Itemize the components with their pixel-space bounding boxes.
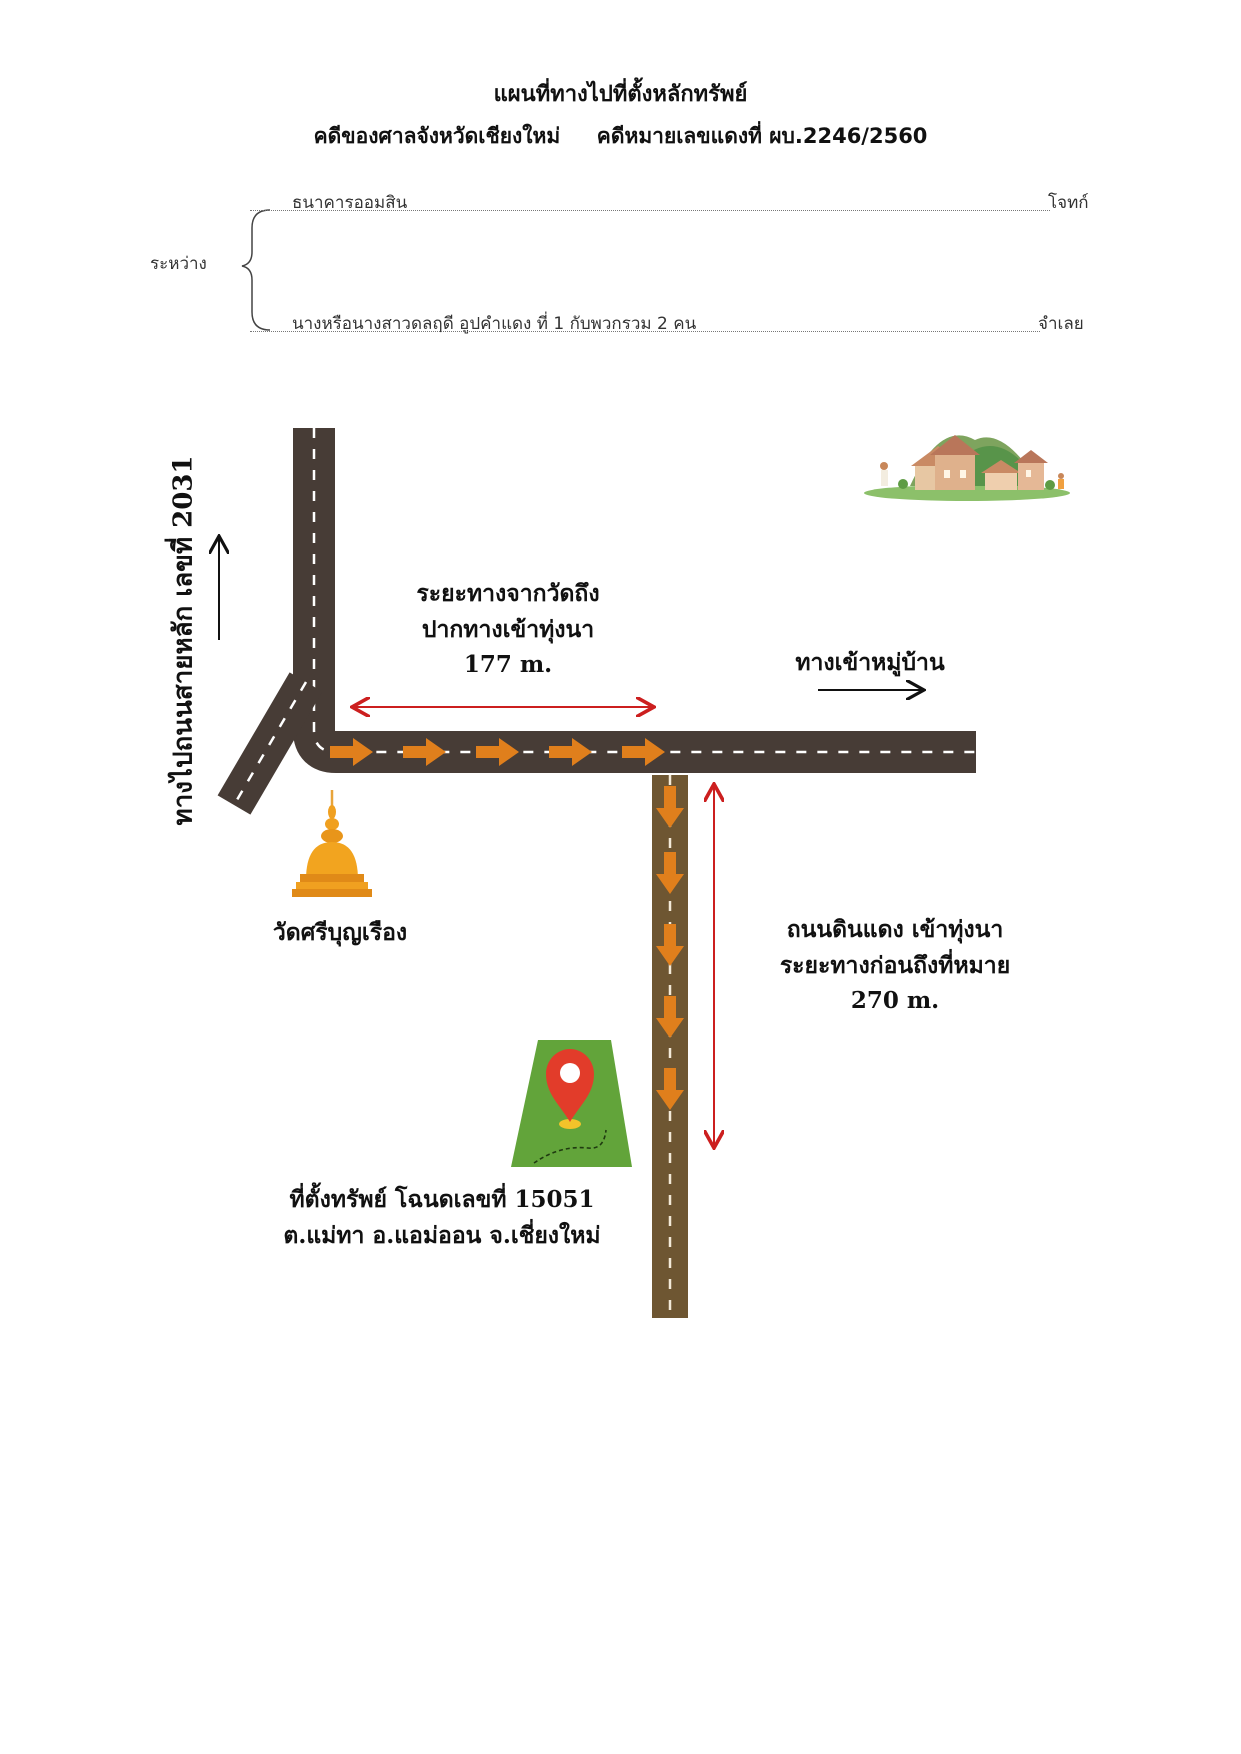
- temple-icon: [292, 790, 372, 897]
- defendant-role: จำเลย: [1038, 314, 1084, 334]
- distance1-label: ระยะทางจากวัดถึง ปากทางเข้าทุ่งนา 177 m.: [378, 576, 638, 683]
- distance2-value: 270 m.: [850, 987, 940, 1015]
- property-line2: ต.แม่ทา อ.แอม่ออน จ.เชี่ยงใหม่: [283, 1221, 601, 1249]
- village-road-label: ทางเข้าหมู่บ้าน: [795, 649, 945, 676]
- distance2-line2: ระยะทางก่อนถึงที่หมาย: [779, 951, 1011, 979]
- case-subtitle: คดีของศาลจังหวัดเชียงใหม่ คดีหมายเลขแดงท…: [313, 124, 928, 148]
- village-icon: [864, 435, 1070, 501]
- between-label: ระหว่าง: [150, 254, 207, 274]
- main-road-label: ทางไปถนนสายหลัก เลขที่ 2031: [168, 455, 199, 826]
- plaintiff-name: ธนาคารออมสิน: [292, 193, 408, 213]
- defendant-name: นางหรือนางสาวดลฤดี อูปคำแดง ที่ 1 กับพวก…: [292, 314, 697, 334]
- distance2-label: ถนนดินแดง เข้าทุ่งนา ระยะทางก่อนถึงที่หม…: [735, 912, 1055, 1019]
- distance1-line1: ระยะทางจากวัดถึง: [416, 580, 600, 607]
- direction-arrows-horizontal: [330, 738, 665, 766]
- diagonal-road: [217, 672, 323, 815]
- distance1-line2: ปากทางเข้าทุ่งนา: [421, 615, 595, 643]
- temple-label: วัดศรีบุญเรือง: [272, 919, 408, 946]
- property-line1: ที่ตั้งทรัพย์ โฉนดเลขที่ 15051: [289, 1186, 595, 1213]
- plaintiff-dotted-line: [250, 210, 1050, 211]
- plaintiff-role: โจทก์: [1048, 193, 1089, 213]
- defendant-dotted-line: [250, 331, 1040, 332]
- property-location-icon: [511, 1040, 632, 1167]
- property-label: ที่ตั้งทรัพย์ โฉนดเลขที่ 15051 ต.แม่ทา อ…: [222, 1182, 662, 1253]
- distance1-value: 177 m.: [463, 651, 553, 679]
- page-title: แผนที่ทางไปที่ตั้งหลักทรัพย์: [493, 82, 748, 107]
- direction-arrows-vertical: [656, 786, 684, 1110]
- distance2-line1: ถนนดินแดง เข้าทุ่งนา: [786, 916, 1004, 943]
